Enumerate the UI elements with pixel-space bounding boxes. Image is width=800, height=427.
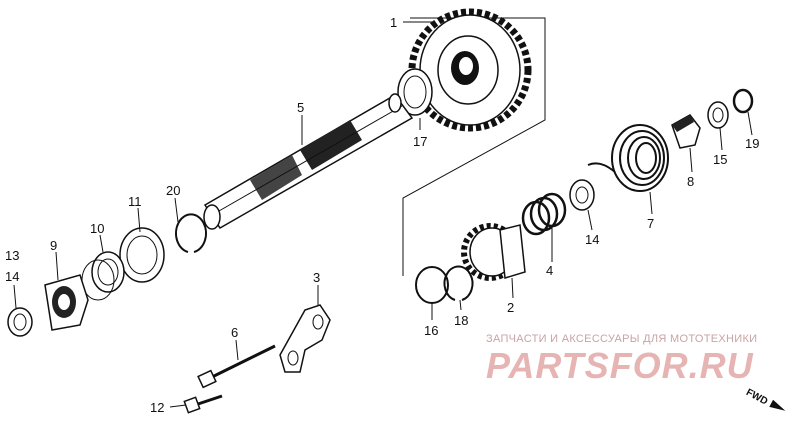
callout-15: 15 [713, 152, 727, 167]
callout-16: 16 [424, 323, 438, 338]
part-5-kick-starter-spindle [203, 93, 414, 230]
callout-10: 10 [90, 221, 104, 236]
part-9-ratchet [44, 274, 89, 331]
watermark-logo: PARTSFOR.RU [486, 345, 754, 386]
callout-20: 20 [166, 183, 180, 198]
part-17-washer [397, 68, 433, 116]
callout-3: 3 [313, 270, 320, 285]
part-6-bolt [197, 344, 276, 389]
callout-9: 9 [50, 238, 57, 253]
callout-12: 12 [150, 400, 164, 415]
part-3-starter-guide [279, 304, 331, 373]
callout-11: 11 [128, 194, 142, 209]
part-19-circlip [732, 88, 754, 114]
part-11-washer [119, 227, 165, 283]
part-1-kick-starter-gear [408, 8, 532, 132]
part-10-bushing [81, 251, 125, 301]
callout-17: 17 [413, 134, 427, 149]
part-18-circlip [443, 265, 474, 301]
callout-7: 7 [647, 216, 654, 231]
gear-teeth-ring [408, 8, 532, 132]
fwd-arrow-icon [769, 399, 786, 411]
callout-5: 5 [297, 100, 304, 115]
callout-4: 4 [546, 263, 553, 278]
callout-labels: 1 5 17 20 11 10 9 13 14 3 6 12 16 18 2 4… [5, 15, 759, 415]
callout-14-left: 14 [5, 269, 19, 284]
callout-13: 13 [5, 248, 19, 263]
part-15-washer [707, 101, 729, 129]
watermark: ЗАПЧАСТИ И АКСЕССУАРЫ ДЛЯ МОТОТЕХНИКИ PA… [486, 333, 757, 386]
part-7-return-spring [587, 124, 669, 192]
watermark-subtitle: ЗАПЧАСТИ И АКСЕССУАРЫ ДЛЯ МОТОТЕХНИКИ [486, 333, 757, 345]
fwd-label: FWD [744, 387, 769, 407]
part-16-circlip [415, 266, 449, 304]
callout-2: 2 [507, 300, 514, 315]
forward-direction-indicator: FWD [744, 387, 786, 411]
callout-14-right: 14 [585, 232, 599, 247]
part-20-circlip [175, 213, 207, 253]
part-2-ratchet-gear [461, 223, 526, 281]
leader-lines [13, 21, 753, 408]
part-12-bolt [183, 394, 223, 414]
part-8-spring-collar [671, 114, 701, 149]
callout-19: 19 [745, 136, 759, 151]
callout-18: 18 [454, 313, 468, 328]
assembly-bracket [402, 17, 546, 276]
part-14-washer [569, 179, 595, 211]
callout-6: 6 [231, 325, 238, 340]
part-13-14-washer [7, 307, 33, 337]
part-4-friction-spring [521, 192, 567, 236]
callout-1: 1 [390, 15, 397, 30]
callout-8: 8 [687, 174, 694, 189]
